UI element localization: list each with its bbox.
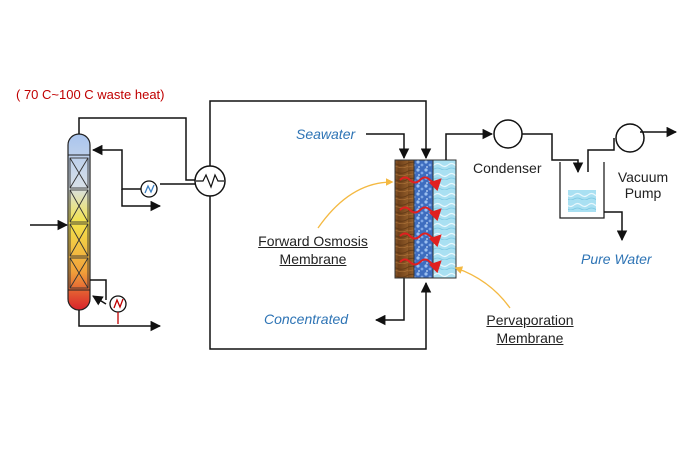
bottoms-outlet-line bbox=[78, 310, 162, 332]
permeate-vapor-line bbox=[445, 128, 494, 160]
vacuum-pump-unit bbox=[615, 123, 645, 153]
pervaporation-membrane bbox=[432, 159, 457, 279]
seawater-inlet-arrow bbox=[366, 133, 410, 160]
distillation-column bbox=[67, 133, 91, 311]
vacuum-pump-label: Vacuum Pump bbox=[612, 169, 674, 201]
condenser-unit bbox=[493, 119, 523, 149]
reflux-cooler bbox=[140, 180, 158, 198]
condenser-label: Condenser bbox=[473, 160, 542, 176]
reboiler-return-arrow bbox=[92, 295, 107, 306]
fo-label-line1: Forward Osmosis bbox=[258, 233, 368, 249]
pure-water-label: Pure Water bbox=[581, 251, 652, 267]
seawater-label: Seawater bbox=[296, 126, 356, 142]
reflux-return-line bbox=[91, 144, 141, 190]
permeate-flux-arrows bbox=[399, 176, 442, 274]
pure-water-outlet-arrow bbox=[604, 211, 628, 242]
vacuum-pump-label-line2: Pump bbox=[624, 185, 662, 201]
forward-osmosis-membrane-label: Forward Osmosis Membrane bbox=[246, 232, 380, 268]
heat-exchanger bbox=[194, 165, 226, 197]
draw-solution-return-line bbox=[209, 196, 432, 350]
pv-label-line1: Pervaporation bbox=[486, 312, 574, 328]
pervaporation-membrane-label: Pervaporation Membrane bbox=[474, 311, 586, 347]
overhead-vapor-line bbox=[78, 117, 196, 181]
collection-tank bbox=[559, 162, 605, 219]
reboiler-line bbox=[90, 279, 107, 300]
waste-heat-label: ( 70 C~100 C waste heat) bbox=[16, 87, 165, 102]
vacuum-line bbox=[587, 138, 615, 172]
column-packing-sections bbox=[69, 157, 89, 289]
distillate-outlet-line bbox=[121, 189, 162, 212]
pv-callout-line bbox=[454, 266, 511, 309]
draw-solution-feed-line bbox=[209, 100, 432, 166]
fo-label-line2: Membrane bbox=[279, 251, 347, 267]
reboiler-heater bbox=[109, 295, 127, 324]
membrane-module bbox=[394, 159, 457, 279]
vacuum-pump-label-line1: Vacuum bbox=[617, 169, 669, 185]
concentrated-outlet-arrow bbox=[374, 278, 405, 326]
concentrated-label: Concentrated bbox=[264, 311, 349, 327]
fo-callout-line bbox=[317, 178, 394, 229]
condensate-line bbox=[522, 133, 584, 174]
pv-label-line2: Membrane bbox=[496, 330, 564, 346]
